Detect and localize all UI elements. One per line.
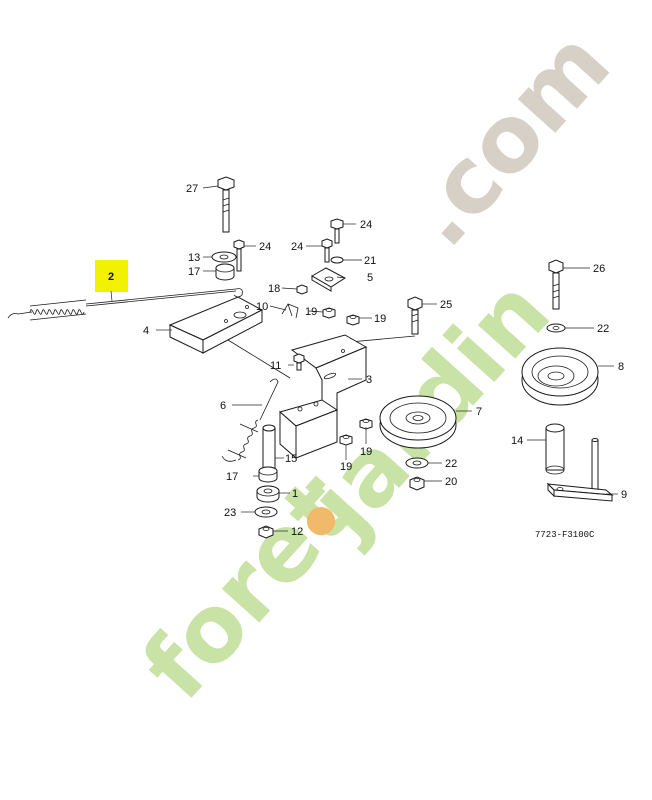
callout-21: 21 <box>364 255 376 267</box>
callout-5: 5 <box>367 272 373 284</box>
callout-24-left: 24 <box>259 241 271 253</box>
callout-12: 12 <box>291 526 303 538</box>
callout-8: 8 <box>618 361 624 373</box>
bolt-24-mid <box>321 238 333 263</box>
callout-19-upper-left: 19 <box>305 306 317 318</box>
arm-9 <box>546 438 614 502</box>
callout-1: 1 <box>292 488 298 500</box>
diagram-code: 7723-F3100C <box>535 530 595 540</box>
callout-24-top: 24 <box>360 219 372 231</box>
spring-6 <box>221 378 279 462</box>
callout-3: 3 <box>366 374 372 386</box>
callout-19-upper-right: 19 <box>374 313 386 325</box>
callout-26: 26 <box>593 263 605 275</box>
nut-19-lower-left <box>339 434 353 446</box>
bushing-17 <box>215 263 235 281</box>
washer-23 <box>254 506 278 518</box>
callout-15: 15 <box>285 453 297 465</box>
washer-22-lower <box>405 457 429 469</box>
callout-22-lower: 22 <box>445 458 457 470</box>
nut-20 <box>409 476 425 491</box>
callout-19-lower-right: 19 <box>360 446 372 458</box>
callout-25: 25 <box>440 299 452 311</box>
nut-19-lower-right <box>359 418 373 430</box>
highlight-box <box>95 260 128 292</box>
washer-13 <box>211 251 237 263</box>
nut-12 <box>258 525 274 539</box>
callout-17-upper: 17 <box>188 266 200 278</box>
shaft-15 <box>262 424 276 469</box>
nut-19-upper-right <box>346 314 360 326</box>
callout-22-upper: 22 <box>597 323 609 335</box>
callout-14: 14 <box>511 435 523 447</box>
main-bracket-4 <box>168 296 291 379</box>
washer-22-upper <box>546 323 566 333</box>
callout-18: 18 <box>268 283 280 295</box>
callout-17-lower: 17 <box>226 471 238 483</box>
pulley-7 <box>379 395 457 449</box>
callout-7: 7 <box>476 406 482 418</box>
callout-2-highlighted: 2 <box>108 271 114 283</box>
callout-13: 13 <box>188 252 200 264</box>
watermark-text-gray: .com <box>385 10 631 266</box>
callout-4: 4 <box>143 325 149 337</box>
bolt-25 <box>407 296 423 335</box>
nut-18 <box>296 284 308 295</box>
callout-labels: 27 24 13 17 24 24 21 5 18 10 19 19 25 26… <box>108 183 627 538</box>
spring-rod-2 <box>7 288 243 321</box>
callout-23: 23 <box>224 507 236 519</box>
callout-10: 10 <box>256 301 268 313</box>
callout-24-mid: 24 <box>291 241 303 253</box>
callout-9: 9 <box>621 489 627 501</box>
leader-lines <box>156 185 618 532</box>
callout-27: 27 <box>186 183 198 195</box>
bolt-24-left <box>233 239 245 272</box>
callout-19-lower-left: 19 <box>340 461 352 473</box>
callout-11: 11 <box>270 360 281 372</box>
collar-14 <box>545 423 565 475</box>
callout-6: 6 <box>220 400 226 412</box>
bolt-26 <box>548 259 564 310</box>
ring-1 <box>256 485 280 503</box>
idler-arm-3 <box>278 334 368 460</box>
bushing-17-lower <box>258 466 278 483</box>
pulley-8 <box>521 347 599 406</box>
plate-5 <box>310 267 346 292</box>
nut-19-upper-left <box>322 307 336 319</box>
clip-10 <box>281 303 299 319</box>
bolt-11 <box>293 353 305 371</box>
callout-20: 20 <box>445 476 457 488</box>
bolt-24-top <box>330 218 344 244</box>
bolt-27 <box>217 176 235 233</box>
nut-21 <box>330 256 344 264</box>
